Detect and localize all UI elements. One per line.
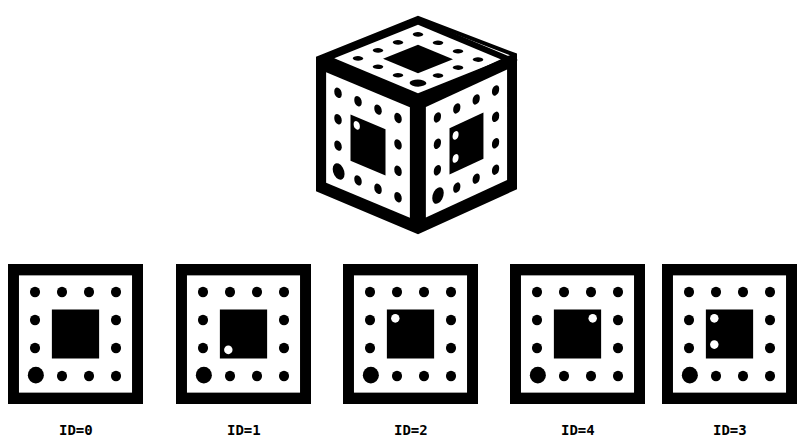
- id-label: ID=4: [559, 422, 597, 438]
- id-label: ID=3: [711, 422, 749, 438]
- id-label: ID=1: [225, 422, 263, 438]
- marker: [343, 264, 478, 404]
- marker: [8, 264, 143, 404]
- cube: [318, 18, 518, 232]
- marker: [176, 264, 311, 404]
- id-label: ID=0: [57, 422, 95, 438]
- marker: [662, 264, 797, 404]
- marker: [510, 264, 645, 404]
- id-label: ID=2: [392, 422, 430, 438]
